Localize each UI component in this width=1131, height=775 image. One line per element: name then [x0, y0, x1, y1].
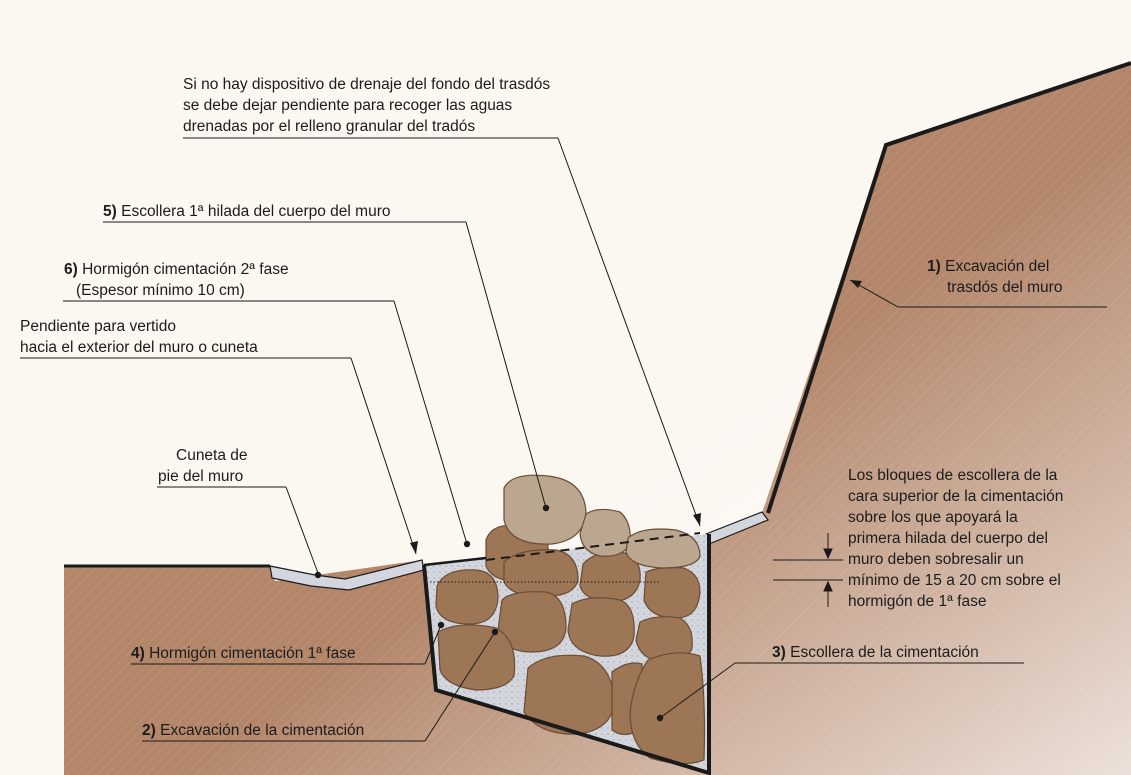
label-item-1: 1) Excavación del trasdós del muro	[927, 258, 1062, 296]
foundation-rock	[503, 549, 579, 597]
foundation-rock	[567, 597, 635, 657]
label-pendiente: Pendiente para vertido hacia el exterior…	[20, 318, 258, 356]
label-item-2: 2) Excavación de la cimentación	[142, 722, 364, 739]
leader-lines	[20, 137, 1107, 742]
label-cuneta: Cuneta de pie del muro	[158, 447, 252, 485]
concrete-phase2-top	[485, 532, 701, 561]
slope-excavation-line	[766, 61, 1131, 514]
foundation-rock	[435, 569, 499, 625]
note-drainage: Si no hay dispositivo de drenaje del fon…	[183, 76, 554, 135]
foundation-trench-outline	[422, 534, 711, 775]
foundation-rocks	[435, 524, 706, 765]
label-group: Si no hay dispositivo de drenaje del fon…	[20, 76, 1068, 739]
leader-terminators	[314, 280, 862, 722]
label-item-5: 5) Escollera 1ª hilada del cuerpo del mu…	[103, 203, 391, 220]
foundation-rock	[635, 616, 693, 663]
label-item-6: 6) Hormigón cimentación 2ª fase (Espesor…	[64, 261, 293, 299]
label-item-4: 4) Hormigón cimentación 1ª fase	[131, 645, 356, 662]
foundation-rock	[437, 624, 516, 691]
wall-rock	[625, 528, 701, 569]
wall-rock	[579, 508, 631, 557]
note-blocks: Los bloques de escollera de la cara supe…	[848, 467, 1068, 610]
label-item-3: 3) Escollera de la cimentación	[772, 644, 979, 661]
dimension-marker	[773, 533, 843, 607]
foundation-rock	[643, 566, 701, 619]
foundation-rock	[629, 652, 706, 765]
foundation-top-line	[423, 556, 487, 567]
